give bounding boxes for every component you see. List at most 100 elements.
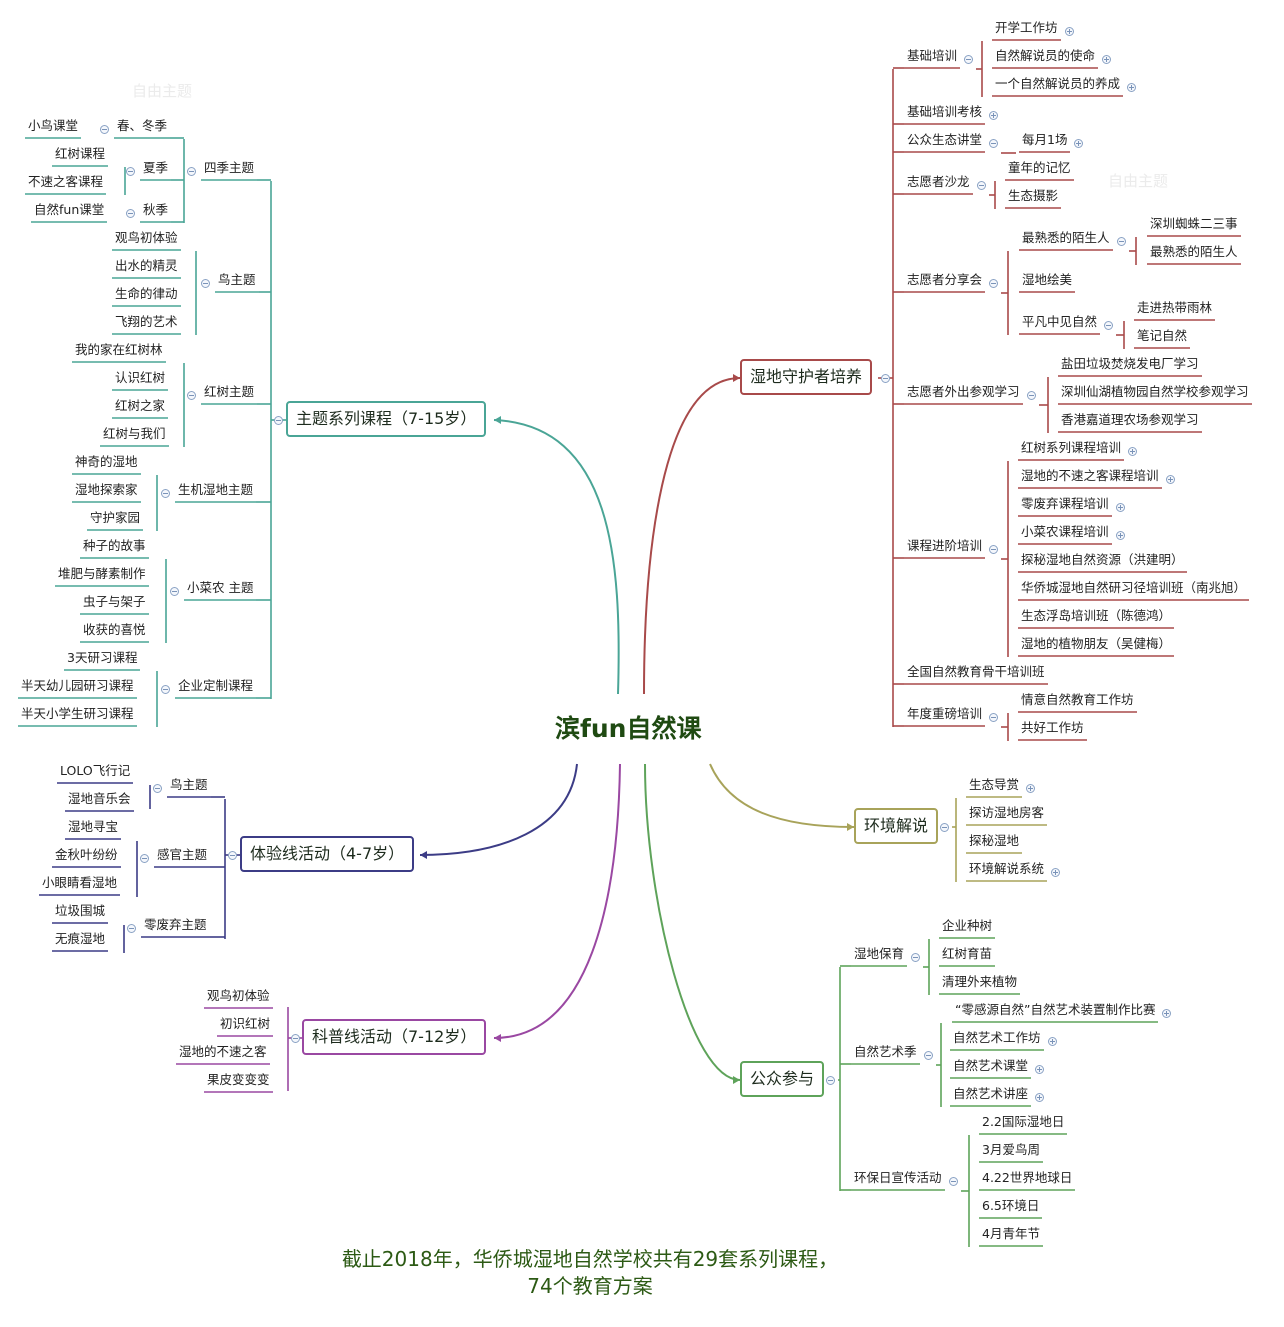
collapse-icon[interactable] (127, 924, 136, 933)
collapse-icon[interactable] (989, 279, 998, 288)
leaf-science[interactable]: 观鸟初体验 (207, 988, 270, 1003)
exp-subtopic-0[interactable]: 鸟主题 (170, 777, 208, 792)
leaf-eco-day[interactable]: 6.5环境日 (982, 1198, 1040, 1213)
collapse-icon[interactable] (126, 209, 135, 218)
collapse-icon[interactable] (1117, 237, 1126, 246)
leaf-course[interactable]: 观鸟初体验 (115, 230, 178, 245)
collapse-icon[interactable] (964, 55, 973, 64)
leaf-conservation[interactable]: 清理外来植物 (942, 974, 1018, 989)
leaf-interpretation[interactable]: 生态导赏 (969, 777, 1020, 792)
leaf-art[interactable]: 自然艺术工作坊 (953, 1030, 1041, 1045)
leaf-course[interactable]: 堆肥与酵素制作 (58, 566, 146, 581)
public-subtopic-1[interactable]: 自然艺术季 (854, 1044, 917, 1059)
leaf-course[interactable]: 收获的喜悦 (83, 622, 146, 637)
topic-experience-activities[interactable]: 体验线活动（4-7岁） (240, 836, 415, 872)
leaf-advanced[interactable]: 湿地的植物朋友（吴健梅） (1021, 636, 1172, 651)
expand-icon[interactable] (1116, 503, 1125, 512)
collapse-icon[interactable] (940, 823, 949, 832)
exp-subtopic-1[interactable]: 感官主题 (157, 847, 208, 862)
collapse-icon[interactable] (161, 489, 170, 498)
guardian-subtopic-5[interactable]: 志愿者外出参观学习 (907, 384, 1020, 399)
subtopic-3[interactable]: 生机湿地主题 (178, 482, 254, 497)
guardian-subtopic-8[interactable]: 年度重磅培训 (907, 706, 983, 721)
leaf-course[interactable]: 小鸟课堂 (28, 118, 79, 133)
leaf-training[interactable]: 童年的记忆 (1008, 160, 1071, 175)
expand-icon[interactable] (1074, 139, 1083, 148)
topic-theme-courses[interactable]: 主题系列课程（7-15岁） (286, 401, 487, 437)
leaf-course[interactable]: 生命的律动 (115, 286, 178, 301)
leaf-advanced[interactable]: 探秘湿地自然资源（洪建明） (1021, 552, 1184, 567)
expand-icon[interactable] (1035, 1093, 1044, 1102)
leaf-course[interactable]: 红树与我们 (103, 426, 166, 441)
leaf-course[interactable]: 种子的故事 (83, 538, 146, 553)
leaf-interpretation[interactable]: 探访湿地房客 (969, 805, 1045, 820)
topic-environment-interpretation[interactable]: 环境解说 (854, 808, 939, 844)
leaf-science[interactable]: 初识红树 (220, 1016, 271, 1031)
central-topic[interactable]: 滨fun自然课 (555, 714, 702, 743)
collapse-icon[interactable] (881, 374, 890, 383)
guardian-subtopic-1[interactable]: 基础培训考核 (907, 104, 983, 119)
collapse-icon[interactable] (1027, 391, 1036, 400)
leaf-activity[interactable]: 湿地音乐会 (68, 791, 131, 806)
collapse-icon[interactable] (170, 587, 179, 596)
topic-public-participation[interactable]: 公众参与 (740, 1061, 825, 1097)
leaf-course[interactable]: 半天幼儿园研习课程 (21, 678, 134, 693)
leaf-art[interactable]: “零感源自然”自然艺术装置制作比赛 (955, 1002, 1156, 1017)
collapse-icon[interactable] (201, 279, 210, 288)
expand-icon[interactable] (1166, 475, 1175, 484)
leaf-advanced[interactable]: 华侨城湿地自然研习径培训班（南兆旭） (1021, 580, 1247, 595)
leaf-eco-day[interactable]: 2.2国际湿地日 (982, 1114, 1065, 1129)
leaf-conservation[interactable]: 企业种树 (942, 918, 993, 933)
collapse-icon[interactable] (826, 1076, 835, 1085)
leaf-share[interactable]: 走进热带雨林 (1137, 300, 1213, 315)
leaf-activity[interactable]: 无痕湿地 (55, 931, 106, 946)
leaf-training[interactable]: 一个自然解说员的养成 (995, 76, 1121, 91)
topic-wetland-guardian[interactable]: 湿地守护者培养 (740, 359, 873, 395)
collapse-icon[interactable] (989, 545, 998, 554)
leaf-annual[interactable]: 共好工作坊 (1021, 720, 1084, 735)
leaf-training[interactable]: 自然解说员的使命 (995, 48, 1096, 63)
leaf-interpretation[interactable]: 环境解说系统 (969, 861, 1045, 876)
guardian-subtopic-6[interactable]: 课程进阶培训 (907, 538, 983, 553)
expand-icon[interactable] (1035, 1065, 1044, 1074)
leaf-course[interactable]: 认识红树 (115, 370, 166, 385)
subtopic-5[interactable]: 企业定制课程 (178, 678, 254, 693)
guardian-subtopic-7[interactable]: 全国自然教育骨干培训班 (907, 664, 1045, 679)
leaf-advanced[interactable]: 生态浮岛培训班（陈德鸿） (1021, 608, 1172, 623)
leaf-course[interactable]: 守护家园 (90, 510, 141, 525)
leaf-share[interactable]: 最熟悉的陌生人 (1150, 244, 1238, 259)
leaf-eco-day[interactable]: 4.22世界地球日 (982, 1170, 1073, 1185)
subtopic-1[interactable]: 鸟主题 (218, 272, 256, 287)
collapse-icon[interactable] (126, 167, 135, 176)
exp-subtopic-2[interactable]: 零废弃主题 (144, 917, 207, 932)
leaf-activity[interactable]: 金秋叶纷纷 (55, 847, 118, 862)
leaf-conservation[interactable]: 红树育苗 (942, 946, 993, 961)
guardian-subtopic-2[interactable]: 公众生态讲堂 (907, 132, 983, 147)
leaf-activity[interactable]: 垃圾围城 (55, 903, 106, 918)
leaf-training[interactable]: 生态摄影 (1008, 188, 1059, 203)
leaf-science[interactable]: 湿地的不速之客 (179, 1044, 267, 1059)
collapse-icon[interactable] (291, 1034, 300, 1043)
subtopic-4[interactable]: 小菜农 主题 (187, 580, 254, 595)
collapse-icon[interactable] (187, 167, 196, 176)
leaf-course[interactable]: 红树课程 (55, 146, 106, 161)
leaf-training[interactable]: 每月1场 (1022, 132, 1068, 147)
leaf-eco-day[interactable]: 4月青年节 (982, 1226, 1040, 1241)
collapse-icon[interactable] (911, 953, 920, 962)
leaf-course[interactable]: 虫子与架子 (83, 594, 146, 609)
expand-icon[interactable] (1048, 1037, 1057, 1046)
subtopic-2[interactable]: 红树主题 (204, 384, 255, 399)
expand-icon[interactable] (1128, 447, 1137, 456)
collapse-icon[interactable] (140, 854, 149, 863)
guardian-subtopic-4[interactable]: 志愿者分享会 (907, 272, 983, 287)
leaf-interpretation[interactable]: 探秘湿地 (969, 833, 1020, 848)
season-2[interactable]: 秋季 (143, 202, 169, 217)
expand-icon[interactable] (1102, 55, 1111, 64)
share-topic-0[interactable]: 最熟悉的陌生人 (1022, 230, 1110, 245)
leaf-course[interactable]: 3天研习课程 (67, 650, 138, 665)
leaf-eco-day[interactable]: 3月爱鸟周 (982, 1142, 1040, 1157)
expand-icon[interactable] (1051, 868, 1060, 877)
leaf-course[interactable]: 不速之客课程 (28, 174, 104, 189)
collapse-icon[interactable] (977, 181, 986, 190)
collapse-icon[interactable] (274, 416, 283, 425)
